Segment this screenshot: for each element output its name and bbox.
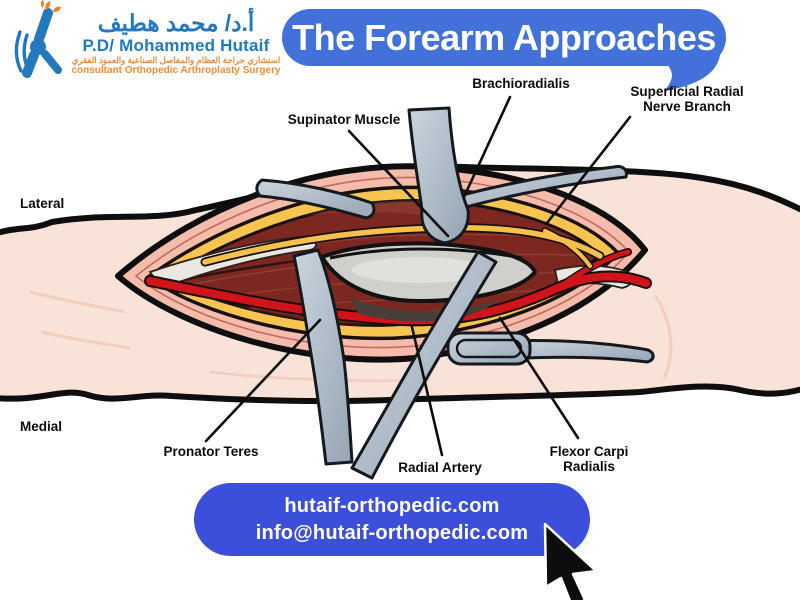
label-brachioradialis: Brachioradialis xyxy=(472,76,570,91)
contact-button[interactable]: hutaif-orthopedic.com info@hutaif-orthop… xyxy=(194,483,590,556)
label-flexor-line2: Radialis xyxy=(563,459,615,474)
website-url[interactable]: hutaif-orthopedic.com xyxy=(284,494,500,517)
brand-name-english: P.D/ Mohammed Hutaif xyxy=(82,36,270,55)
label-leader-lines xyxy=(204,95,632,457)
email-address[interactable]: info@hutaif-orthopedic.com xyxy=(255,521,529,544)
label-pronator-teres: Pronator Teres xyxy=(163,444,259,459)
label-supinator-muscle: Supinator Muscle xyxy=(287,112,401,127)
label-superficial-line2: Nerve Branch xyxy=(643,99,731,114)
title-banner: The Forearm Approaches xyxy=(282,9,726,66)
page-title: The Forearm Approaches xyxy=(292,16,716,58)
brand-tagline-arabic: استشاري جراحة العظام والمفاصل الصناعية و… xyxy=(71,55,281,65)
label-superficial-line1: Superficial Radial xyxy=(630,84,744,99)
mouse-pointer-icon xyxy=(543,522,598,600)
brand-name-arabic: أ.د/ محمد هطيف xyxy=(97,10,255,36)
label-flexor-line1: Flexor Carpi xyxy=(549,444,629,459)
knee-joint-logo-icon xyxy=(14,0,62,78)
label-radial-artery: Radial Artery xyxy=(398,460,482,475)
brand-block: أ.د/ محمد هطيف P.D/ Mohammed Hutaif استش… xyxy=(70,10,282,77)
brand-tagline-english: consultant Orthopedic Arthroplasty Surge… xyxy=(71,65,281,76)
label-lateral: Lateral xyxy=(20,196,65,211)
speech-bubble-tail xyxy=(652,42,721,91)
label-medial: Medial xyxy=(20,419,63,434)
label-superficial-radial-nerve: Superficial Radial Nerve Branch xyxy=(630,84,743,114)
label-flexor-carpi-radialis: Flexor Carpi Radialis xyxy=(550,444,629,474)
